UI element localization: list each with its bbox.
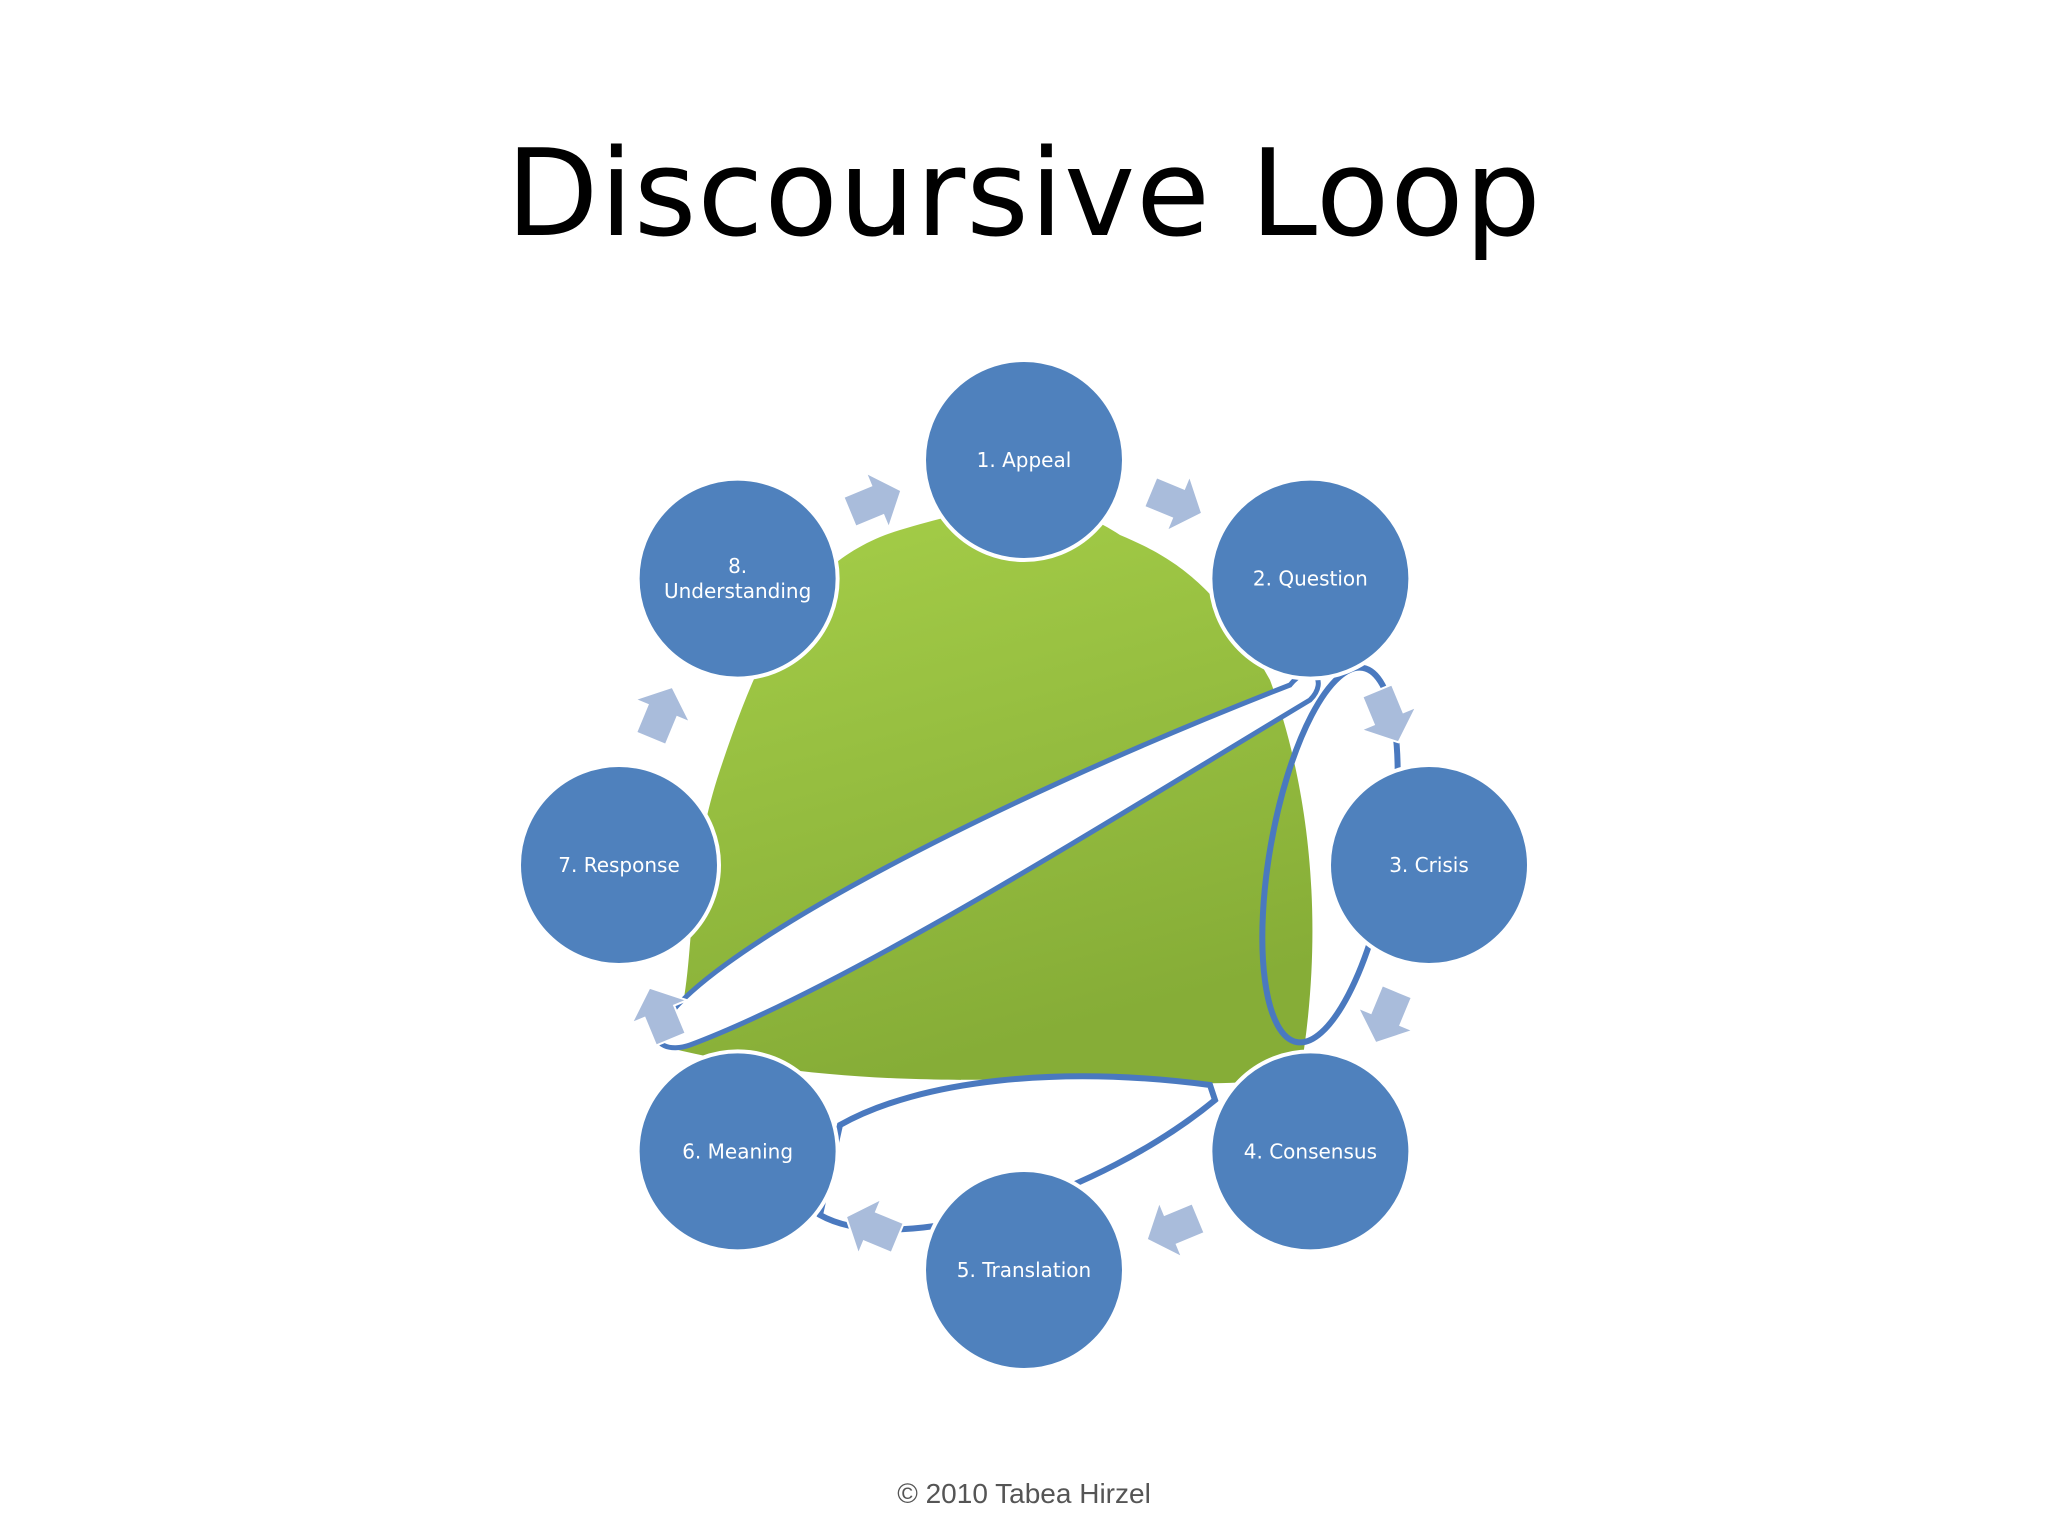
node-label: Understanding: [664, 579, 811, 603]
flow-arrow-icon: [1358, 683, 1419, 744]
node-response: 7. Response: [517, 763, 721, 967]
node-circle: [517, 763, 721, 967]
node-label: 1. Appeal: [977, 448, 1072, 472]
node-circle: [1327, 763, 1531, 967]
arrows-layer: [629, 470, 1419, 1260]
node-label: 7. Response: [558, 853, 680, 877]
node-circle: [922, 358, 1126, 562]
flow-arrow-icon: [1142, 472, 1204, 534]
flow-arrow-icon: [1355, 983, 1417, 1045]
node-appeal: 1. Appeal: [922, 358, 1126, 562]
node-understanding: 8.Understanding: [635, 476, 840, 681]
flow-arrow-icon: [1145, 1199, 1206, 1260]
node-circle: [635, 1049, 840, 1254]
nodes-layer: 1. Appeal 2. Question 3. Crisis 4. Consensu…: [517, 358, 1531, 1372]
node-circle: [922, 1168, 1126, 1372]
node-crisis: 3. Crisis: [1327, 763, 1531, 967]
node-label: 8.: [728, 554, 747, 578]
lower-arc: [816, 1073, 1219, 1233]
flow-arrow-icon: [631, 685, 693, 747]
node-translation: 5. Translation: [922, 1168, 1126, 1372]
node-label: 5. Translation: [957, 1258, 1091, 1282]
node-circle: [635, 476, 840, 681]
diagram-title: Discoursive Loop: [506, 125, 1542, 264]
node-question: 2. Question: [1208, 476, 1413, 681]
node-circle: [1208, 1049, 1413, 1254]
node-meaning: 6. Meaning: [635, 1049, 840, 1254]
flow-arrow-icon: [844, 1196, 906, 1258]
flow-arrow-icon: [842, 470, 903, 531]
node-label: 3. Crisis: [1389, 853, 1469, 877]
node-label: 4. Consensus: [1244, 1139, 1377, 1163]
flow-arrow-icon: [629, 986, 690, 1047]
node-label: 6. Meaning: [682, 1139, 793, 1163]
node-label: 2. Question: [1253, 567, 1368, 591]
node-consensus: 4. Consensus: [1208, 1049, 1413, 1254]
white-band-shape: [655, 670, 1321, 1051]
node-circle: [1208, 476, 1413, 681]
copyright-footer: © 2010 Tabea Hirzel: [897, 1478, 1151, 1509]
